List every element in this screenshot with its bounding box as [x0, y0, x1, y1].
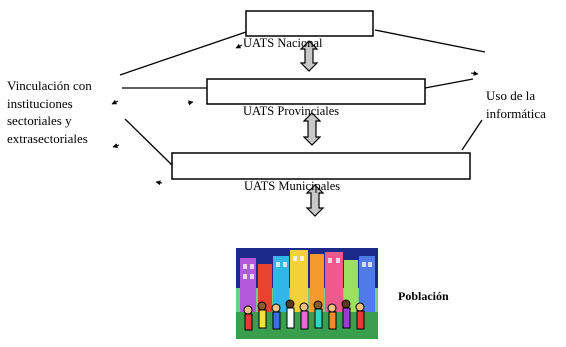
box-municipal: [171, 152, 471, 180]
box-nacional: [245, 10, 374, 37]
double-arrow-provincial-municipal: [302, 112, 322, 146]
connector-lines: [119, 29, 486, 166]
arrowhead: [111, 99, 119, 105]
double-arrow-municipal-poblacion: [305, 184, 325, 217]
arrowhead: [470, 70, 479, 76]
label-poblacion: Población: [398, 289, 449, 303]
line-municipal-right: [461, 119, 483, 151]
label-uats-provinciales: UATS Provinciales: [243, 104, 340, 118]
double-arrow-nacional-provincial: [299, 40, 319, 72]
arrowhead: [187, 100, 194, 106]
line-nacional-right: [374, 29, 486, 53]
line-provincial-right: [424, 78, 474, 89]
small-arrowheads: [111, 43, 479, 186]
label-uats-municipales: UATS Municipales: [244, 179, 341, 193]
label-uso-informatica: Uso de la informática: [486, 88, 546, 121]
box-provincial: [206, 78, 426, 105]
population-illustration: [236, 248, 378, 339]
arrowhead: [235, 43, 243, 49]
line-municipal-left: [124, 118, 173, 166]
arrowhead: [155, 180, 163, 186]
label-vinculacion: Vinculación con instituciones sectoriale…: [7, 78, 92, 146]
line-nacional-left: [119, 31, 247, 76]
arrowhead: [112, 143, 120, 148]
label-uats-nacional: UATS Nacional: [243, 36, 323, 50]
